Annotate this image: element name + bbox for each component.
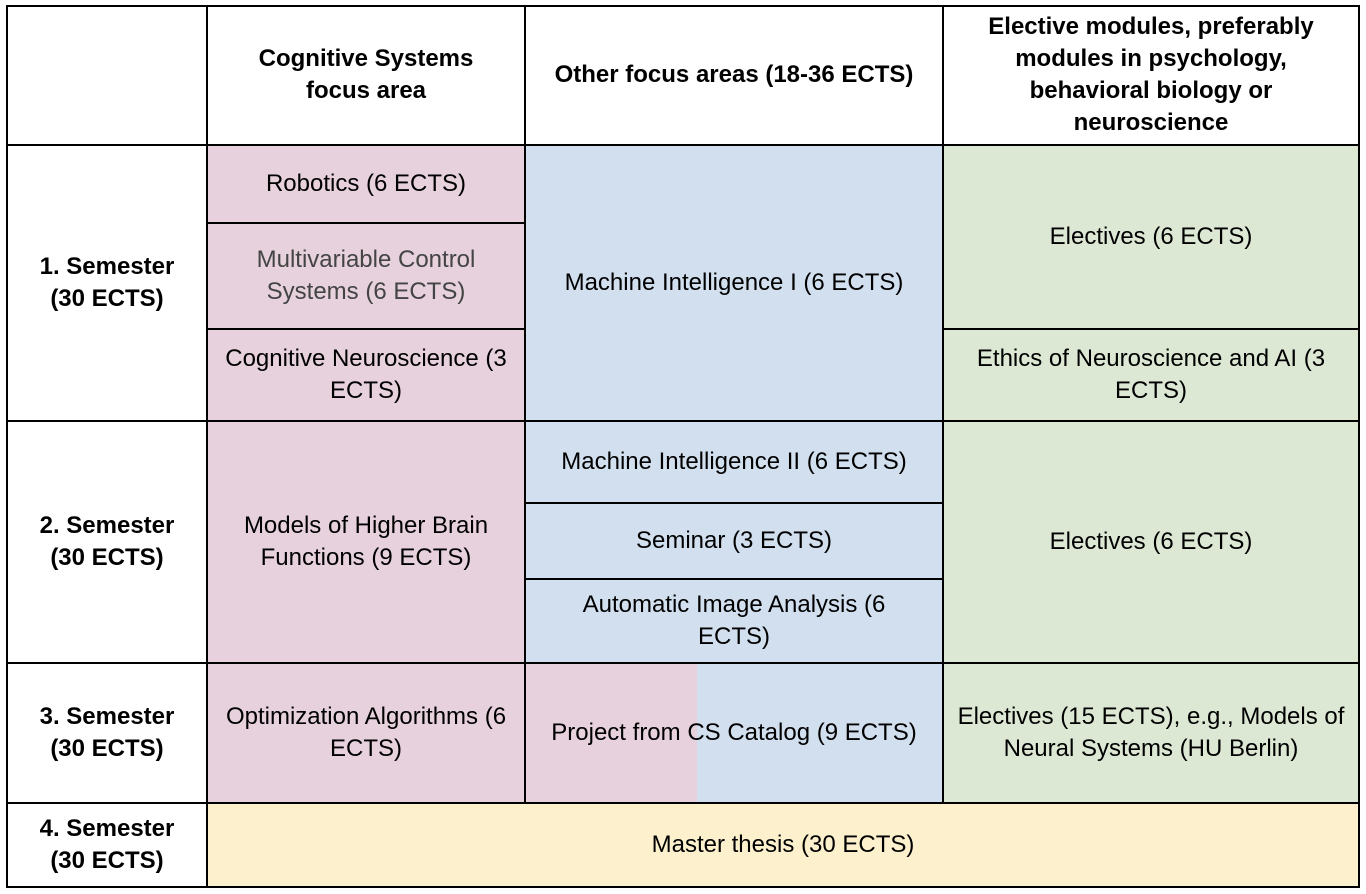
grid-line xyxy=(6,886,1360,888)
grid-line xyxy=(6,5,1360,7)
header-other-focus: Other focus areas (18-36 ECTS) xyxy=(554,61,914,88)
grid-line xyxy=(6,144,1360,146)
grid-line xyxy=(6,420,1360,422)
grid-line xyxy=(942,328,1360,330)
grid-line xyxy=(524,502,944,504)
grid-line xyxy=(6,5,8,888)
grid-line xyxy=(942,5,944,804)
header-cognitive-systems: Cognitive Systems focus area xyxy=(258,45,474,104)
electives-sem1: Electives (6 ECTS) xyxy=(943,145,1359,329)
semester-4-label: 4. Semester (30 ECTS) xyxy=(39,815,175,874)
course-higher-brain-functions: Models of Higher Brain Functions (9 ECTS… xyxy=(207,421,525,663)
course-machine-intelligence-2: Machine Intelligence II (6 ECTS) xyxy=(525,421,943,503)
course-multivariable-control: Multivariable Control Systems (6 ECTS) xyxy=(207,223,525,329)
course-cs-catalog-project: Project from CS Catalog (9 ECTS) xyxy=(525,663,943,803)
grid-line xyxy=(6,802,1360,804)
grid-line xyxy=(524,5,526,804)
course-optimization-algorithms: Optimization Algorithms (6 ECTS) xyxy=(207,663,525,803)
grid-line xyxy=(1358,5,1360,888)
course-seminar: Seminar (3 ECTS) xyxy=(525,503,943,579)
grid-line xyxy=(206,328,526,330)
course-machine-intelligence-1: Machine Intelligence I (6 ECTS) xyxy=(525,145,943,421)
semester-3-label: 3. Semester (30 ECTS) xyxy=(39,703,175,762)
course-ethics-neuroscience-ai: Ethics of Neuroscience and AI (3 ECTS) xyxy=(943,329,1359,421)
grid-line xyxy=(206,222,526,224)
grid-line xyxy=(206,5,208,888)
semester-1-label: 1. Semester (30 ECTS) xyxy=(39,253,175,312)
course-automatic-image-analysis: Automatic Image Analysis (6 ECTS) xyxy=(525,579,943,663)
grid-line xyxy=(6,662,1360,664)
electives-sem2: Electives (6 ECTS) xyxy=(943,421,1359,663)
master-thesis: Master thesis (30 ECTS) xyxy=(207,803,1359,887)
course-cognitive-neuroscience: Cognitive Neuroscience (3 ECTS) xyxy=(207,329,525,421)
semester-2-label: 2. Semester (30 ECTS) xyxy=(39,512,175,571)
header-corner xyxy=(7,6,207,144)
electives-sem3: Electives (15 ECTS), e.g., Models of Neu… xyxy=(943,663,1359,803)
grid-line xyxy=(524,578,944,580)
header-electives: Elective modules, preferably modules in … xyxy=(988,13,1314,136)
course-robotics: Robotics (6 ECTS) xyxy=(207,145,525,223)
